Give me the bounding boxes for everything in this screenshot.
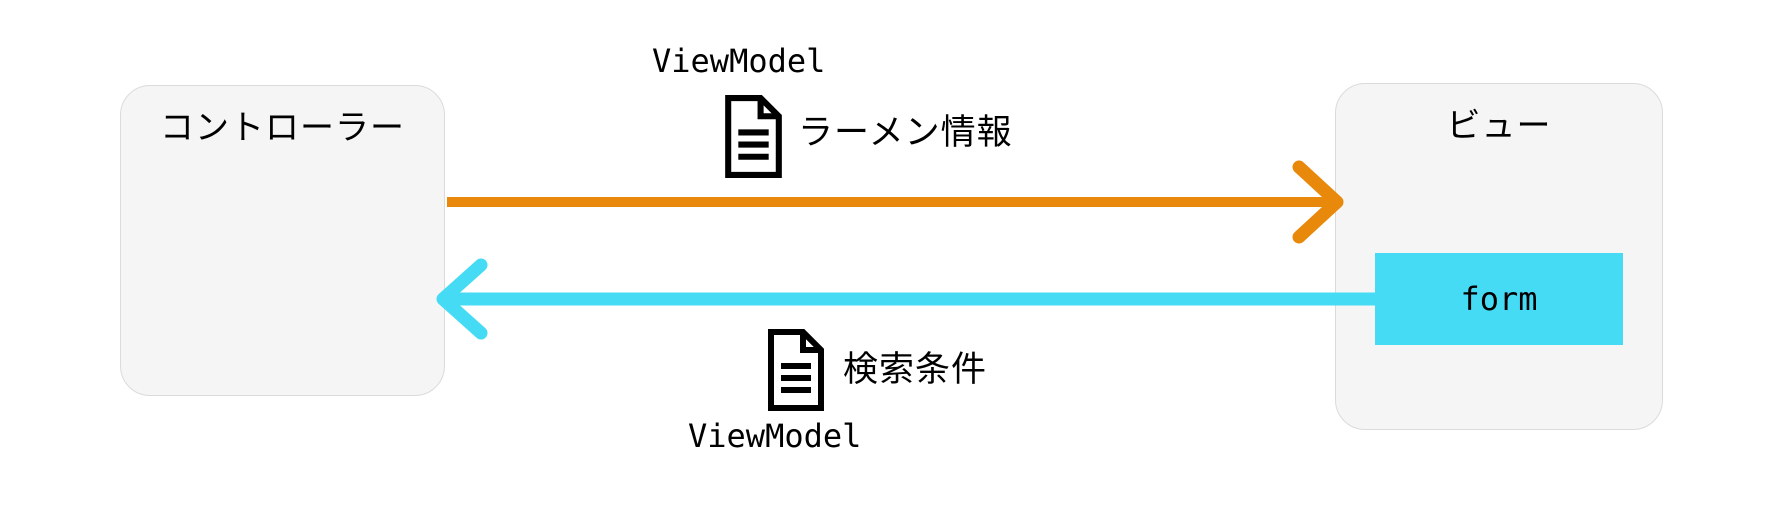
reverse-payload-label: 検索条件 [843,350,988,390]
document-icon [768,329,824,411]
forward-arrowhead-icon [1292,160,1344,244]
forward-arrow [447,160,1344,244]
reverse-viewmodel-label: ViewModel [688,417,862,455]
form-box: form [1375,253,1623,345]
forward-viewmodel-label: ViewModel [652,42,826,80]
document-icon [725,95,782,178]
view-label: ビュー [1446,106,1552,146]
controller-box: コントローラー [120,85,445,396]
reverse-arrowhead-icon [436,258,488,340]
controller-label: コントローラー [160,108,405,148]
reverse-arrow [436,258,1375,340]
forward-payload-label: ラーメン情報 [798,113,1013,153]
form-label: form [1460,280,1538,318]
